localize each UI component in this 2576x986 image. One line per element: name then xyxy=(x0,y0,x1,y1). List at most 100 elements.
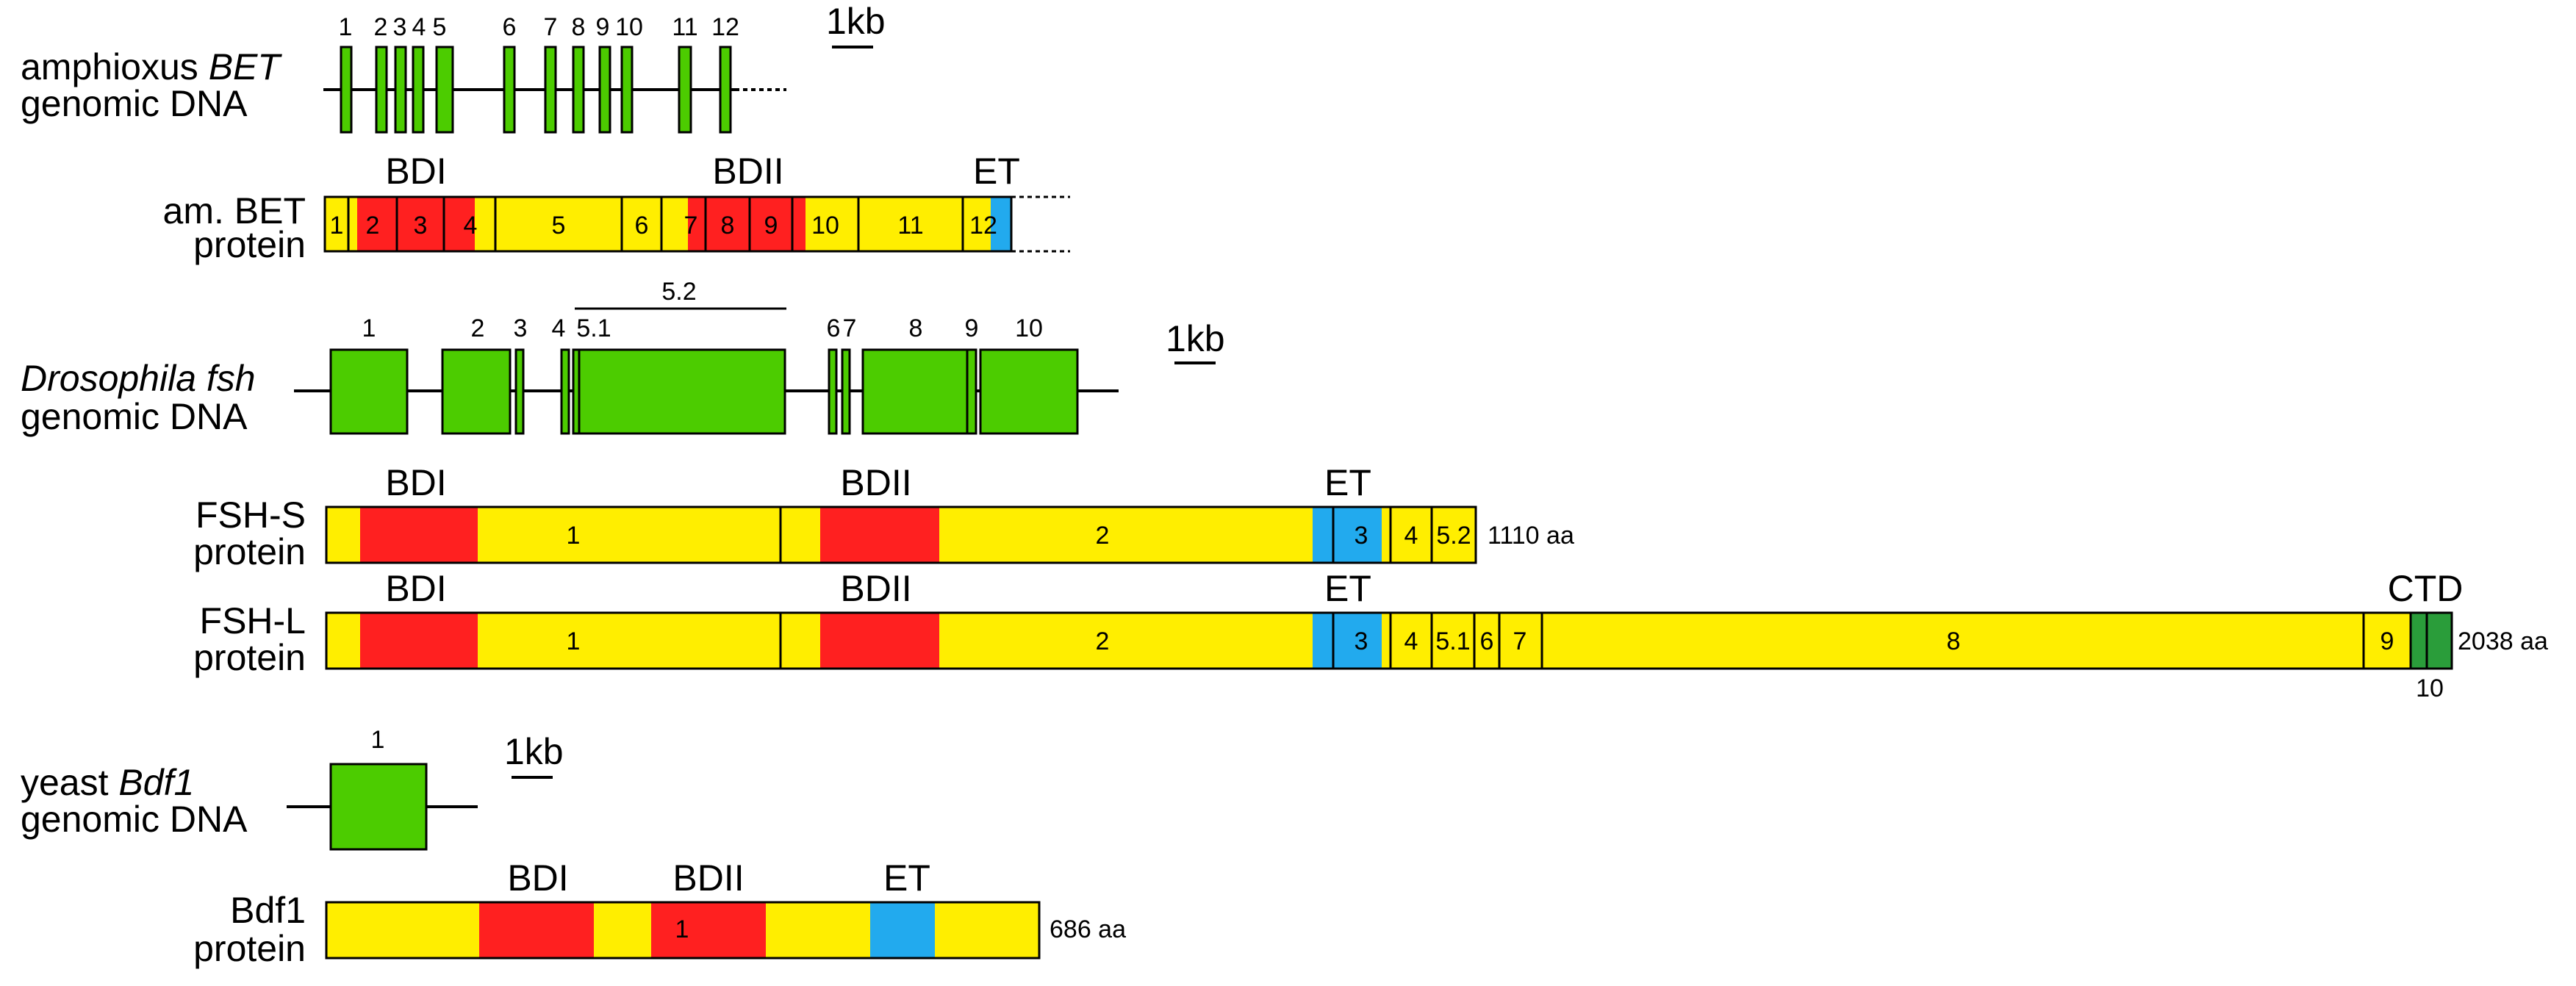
fsh-s-bdii-domain xyxy=(820,507,939,563)
fsh-l-domain-bdi-label: BDI xyxy=(385,568,446,609)
drosophila-exon-number: 5.2 xyxy=(661,278,696,306)
amphioxus-protein-exon-label: 3 xyxy=(414,212,428,240)
amphioxus-protein-label-type: protein xyxy=(193,224,306,265)
fsh-s-et-domain xyxy=(1313,507,1382,563)
amphioxus-protein-exon-label: 11 xyxy=(897,212,923,240)
amphioxus-exon xyxy=(572,46,585,134)
drosophila-exon xyxy=(441,348,512,435)
drosophila-exon-number: 8 xyxy=(909,314,923,342)
fsh-l-exon-label: 2 xyxy=(1096,627,1110,655)
fsh-s-exon-label: 5.2 xyxy=(1436,522,1471,550)
fsh-s-domain-bdii-label: BDII xyxy=(840,462,911,503)
amphioxus-genomic-panel: amphioxus BET genomic DNA 1 2 3 4 5 6 7 xyxy=(21,1,886,134)
drosophila-exon xyxy=(966,348,977,435)
amphioxus-protein-exon-label: 7 xyxy=(684,212,698,240)
fsh-l-domain-et-label: ET xyxy=(1324,568,1371,609)
amphioxus-exon-number: 9 xyxy=(596,13,610,41)
amphioxus-exon-number: 12 xyxy=(711,13,739,41)
fsh-l-exon-label: 4 xyxy=(1404,627,1418,655)
amphioxus-protein-exon-label: 9 xyxy=(764,212,778,240)
amphioxus-protein-exon-label: 2 xyxy=(366,212,380,240)
bdf1-bdi-domain xyxy=(479,902,594,958)
drosophila-exon-number: 4 xyxy=(552,314,566,342)
amphioxus-protein-exon-label: 5 xyxy=(552,212,566,240)
amphioxus-exon-number: 11 xyxy=(672,13,697,41)
amphioxus-exon xyxy=(394,46,407,134)
bdf1-protein-outline xyxy=(325,901,1041,960)
amphioxus-et-domain xyxy=(991,197,1011,251)
amphioxus-protein-label-name: am. BET xyxy=(163,190,306,231)
drosophila-exon-number: 9 xyxy=(965,314,979,342)
fsh-s-exon-label: 1 xyxy=(567,522,581,550)
amphioxus-exon-number: 6 xyxy=(503,13,517,41)
bdf1-exon-label: 1 xyxy=(675,915,689,943)
amphioxus-exon-number: 7 xyxy=(544,13,558,41)
drosophila-scale-label: 1kb xyxy=(1166,318,1225,359)
amphioxus-domain-et-label: ET xyxy=(973,151,1020,192)
amphioxus-exon-number: 8 xyxy=(572,13,586,41)
drosophila-exon xyxy=(979,348,1079,435)
fsh-l-domain-ctd-label: CTD xyxy=(2388,568,2464,609)
amphioxus-exon xyxy=(544,46,557,134)
amphioxus-bdi-domain xyxy=(357,197,475,251)
bdf1-domain-bdi-label: BDI xyxy=(507,857,568,899)
fsh-s-domain-bdi-label: BDI xyxy=(385,462,446,503)
amphioxus-protein-exon-label: 4 xyxy=(464,212,478,240)
yeast-exon-number: 1 xyxy=(371,726,385,754)
amphioxus-exon xyxy=(412,46,425,134)
fsh-l-domain-bdii-label: BDII xyxy=(840,568,911,609)
amphioxus-exon-number: 5 xyxy=(433,13,447,41)
amphioxus-protein-exon-label: 12 xyxy=(969,212,997,240)
amphioxus-domain-bdii-label: BDII xyxy=(712,151,783,192)
yeast-genomic-panel: yeast Bdf1 genomic DNA 1 1kb xyxy=(21,726,564,851)
fsh-s-domain-et-label: ET xyxy=(1324,462,1371,503)
fsh-l-ctd-domain xyxy=(2411,613,2452,669)
fsh-s-exon-label: 3 xyxy=(1355,522,1368,550)
amphioxus-exon xyxy=(620,46,634,134)
drosophila-exon-number: 2 xyxy=(471,314,485,342)
fsh-l-length: 2038 aa xyxy=(2458,627,2548,655)
fsh-l-protein-panel: FSH-L protein BDI BDII ET CTD 1 2 3 4 5.… xyxy=(193,568,2548,702)
drosophila-exon-number: 1 xyxy=(362,314,376,342)
amphioxus-protein-exon-label: 10 xyxy=(811,212,839,240)
amphioxus-protein-panel: am. BET protein BDI BDII ET 1 2 3 4 5 6 … xyxy=(163,151,1070,265)
drosophila-exon-number: 7 xyxy=(843,314,857,342)
amphioxus-protein-outline xyxy=(323,195,1013,253)
bdf1-label-name: Bdf1 xyxy=(230,890,306,931)
bdf1-et-domain xyxy=(870,902,935,958)
drosophila-exon xyxy=(514,348,525,435)
drosophila-exon-number: 6 xyxy=(827,314,841,342)
fsh-l-exon-label: 1 xyxy=(567,627,581,655)
fsh-l-label-name: FSH-L xyxy=(200,600,306,641)
bdf1-domain-bdii-label: BDII xyxy=(672,857,744,899)
fsh-l-exon-label: 7 xyxy=(1513,627,1527,655)
amphioxus-exon xyxy=(598,46,611,134)
amphioxus-exon-number: 2 xyxy=(374,13,388,41)
fsh-l-protein-outline xyxy=(325,611,2453,670)
bdf1-length: 686 aa xyxy=(1050,915,1126,943)
yeast-genomic-label-type: genomic DNA xyxy=(21,799,248,840)
amphioxus-genomic-label-type: genomic DNA xyxy=(21,83,248,124)
amphioxus-exon xyxy=(678,46,692,134)
fsh-s-label-type: protein xyxy=(193,531,306,572)
drosophila-exon xyxy=(841,348,851,435)
drosophila-exon xyxy=(578,348,786,435)
bdf1-domain-et-label: ET xyxy=(883,857,930,899)
drosophila-exon-number: 5.1 xyxy=(576,314,611,342)
amphioxus-exon xyxy=(435,46,454,134)
fsh-s-protein-panel: FSH-S protein BDI BDII ET 1 2 3 4 5.2 11… xyxy=(193,462,1574,572)
fsh-s-exon-label: 4 xyxy=(1404,522,1418,550)
fsh-l-exon-label: 10 xyxy=(2416,674,2444,702)
amphioxus-exon-number: 3 xyxy=(393,13,407,41)
fsh-l-label-type: protein xyxy=(193,637,306,678)
bdf1-bdii-domain xyxy=(651,902,766,958)
fsh-l-bdi-domain xyxy=(360,613,478,669)
amphioxus-scale-label: 1kb xyxy=(826,1,886,42)
amphioxus-protein-exon-label: 1 xyxy=(330,212,344,240)
fsh-l-protein-bar xyxy=(326,613,2452,669)
amphioxus-bdii-domain xyxy=(688,197,806,251)
amphioxus-exon-number: 4 xyxy=(412,13,426,41)
fsh-l-exon-label: 6 xyxy=(1480,627,1494,655)
amphioxus-exon xyxy=(375,46,388,134)
